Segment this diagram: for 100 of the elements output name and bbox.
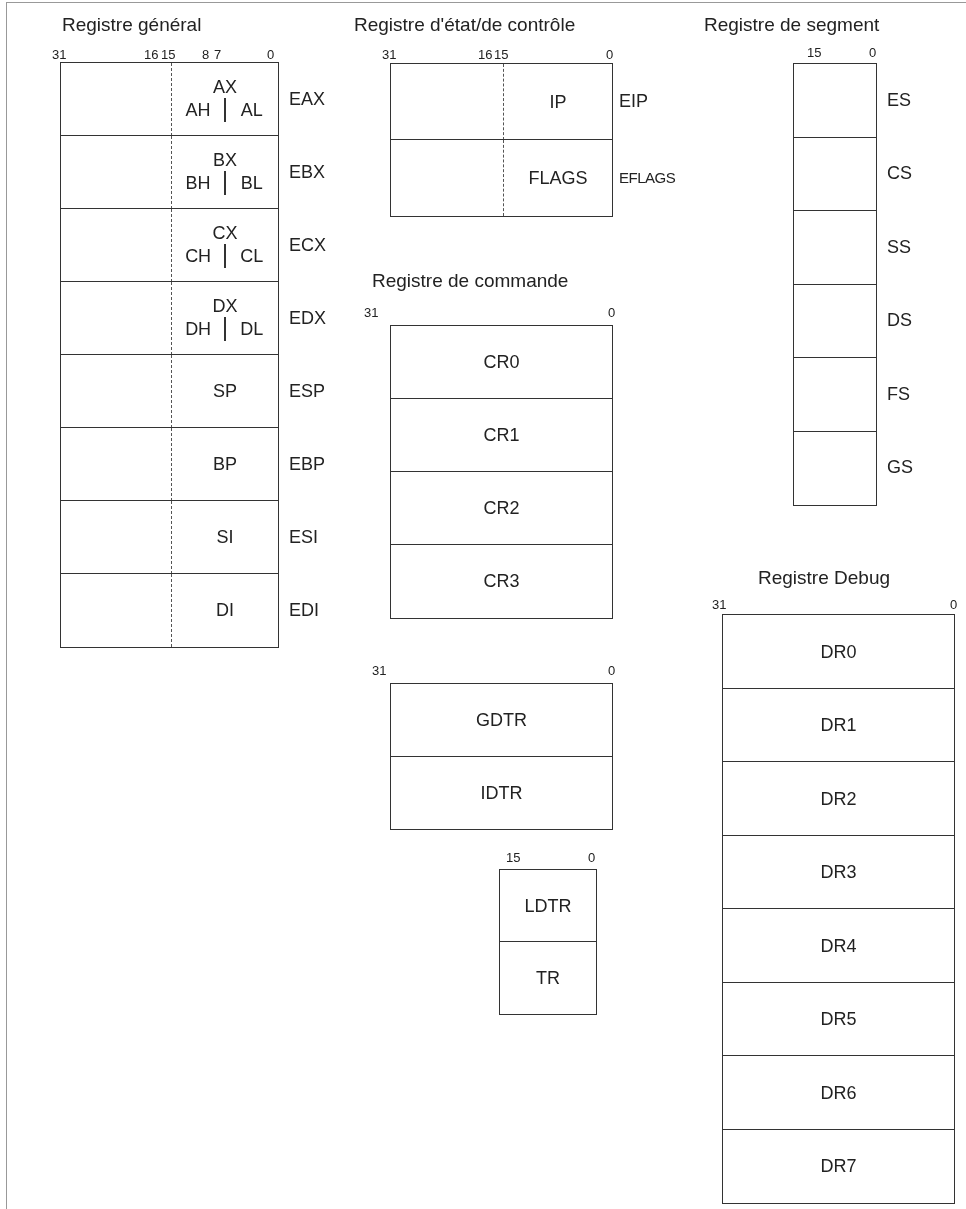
register-name: EDX <box>289 307 326 328</box>
register-name: CS <box>887 162 912 184</box>
register-name: EBX <box>289 161 326 182</box>
register-label: SP <box>213 380 237 403</box>
register-row <box>722 614 955 689</box>
register-row <box>390 63 613 141</box>
bit-number: 31 <box>364 305 379 320</box>
register-box <box>793 63 877 138</box>
register-label: DR5 <box>820 1008 857 1030</box>
register-row <box>60 281 279 356</box>
bit-number: 0 <box>608 305 616 320</box>
register-name: EFLAGS <box>619 168 676 186</box>
register-label: CX <box>212 222 238 245</box>
register-label: AX <box>213 76 237 99</box>
register-label: AH <box>184 99 212 123</box>
register-label: DR6 <box>820 1081 857 1104</box>
bit-number: 0 <box>588 850 596 865</box>
register-label: CR3 <box>483 570 520 593</box>
register-row <box>60 354 279 429</box>
bit-number: 0 <box>950 597 958 612</box>
register-label: DH <box>184 318 213 342</box>
register-label: BP <box>213 453 237 476</box>
register-row <box>60 62 279 137</box>
bit-number: 16 <box>478 47 493 62</box>
register-name: ESP <box>289 380 326 401</box>
register-row <box>390 471 613 546</box>
register-label: TR <box>536 966 560 989</box>
register-box <box>793 210 877 285</box>
register-row <box>390 398 613 473</box>
register-row <box>499 941 597 1015</box>
register-row <box>390 755 613 830</box>
bit-number: 0 <box>606 47 614 62</box>
bit-number: 31 <box>372 663 387 678</box>
bit-number: 15 <box>807 45 822 60</box>
register-label: CH <box>184 245 213 269</box>
bit-number: 31 <box>382 47 397 62</box>
register-name: DS <box>887 309 912 331</box>
register-label: FLAGS <box>528 166 588 189</box>
register-row <box>499 869 597 943</box>
register-name: EIP <box>619 90 648 112</box>
register-label: DR1 <box>820 714 857 736</box>
register-box <box>793 357 877 432</box>
register-label: CL <box>239 245 265 269</box>
group-title: Registre général <box>62 14 202 36</box>
group-title: Registre de commande <box>372 270 569 292</box>
register-name: EAX <box>289 88 326 109</box>
register-label: CR2 <box>483 497 520 520</box>
register-name: ES <box>887 89 911 111</box>
register-label: DL <box>239 318 265 342</box>
register-row <box>722 908 955 983</box>
register-label: LDTR <box>524 894 572 917</box>
register-label: BX <box>213 149 237 172</box>
bit-number: 31 <box>712 597 727 612</box>
register-label: DX <box>212 295 238 318</box>
register-label: IDTR <box>480 781 523 804</box>
register-label: IP <box>549 90 567 113</box>
register-box <box>793 430 877 506</box>
register-label: DR2 <box>820 787 857 810</box>
group-title: Registre de segment <box>704 14 880 36</box>
register-row <box>722 687 955 763</box>
register-name: EDI <box>289 599 319 620</box>
register-box <box>793 136 877 212</box>
register-box <box>793 283 877 359</box>
register-row <box>722 1055 955 1130</box>
register-label: CR0 <box>483 351 520 374</box>
register-row <box>390 683 613 757</box>
bit-number: 31 <box>52 47 67 62</box>
bit-number: 15 <box>161 47 176 62</box>
register-label: DR0 <box>820 640 857 663</box>
bit-number: 16 <box>144 47 159 62</box>
bit-number: 0 <box>608 663 616 678</box>
bit-number: 15 <box>494 47 509 62</box>
register-label: SI <box>216 526 234 549</box>
register-label: DR7 <box>820 1155 857 1177</box>
register-name: GS <box>887 456 913 478</box>
register-row <box>390 544 613 619</box>
register-row <box>60 500 279 575</box>
register-row <box>722 1128 955 1204</box>
bit-number: 8 <box>202 47 210 62</box>
register-row <box>722 981 955 1057</box>
group-title: Registre Debug <box>758 567 891 589</box>
register-label: DR4 <box>820 934 857 957</box>
register-row <box>60 573 279 648</box>
register-row <box>722 761 955 836</box>
register-name: EBP <box>289 453 326 474</box>
register-row <box>60 427 279 502</box>
bit-number: 7 <box>214 47 222 62</box>
register-name: SS <box>887 236 911 258</box>
register-row <box>60 208 279 283</box>
register-row <box>722 834 955 910</box>
register-row <box>60 135 279 210</box>
register-row <box>390 325 613 400</box>
register-name: ESI <box>289 526 318 547</box>
register-name: FS <box>887 383 910 405</box>
bit-number: 0 <box>267 47 275 62</box>
register-row <box>390 139 613 217</box>
register-label: BH <box>184 172 212 196</box>
register-label: GDTR <box>476 709 527 731</box>
register-name: ECX <box>289 234 326 255</box>
bit-number: 0 <box>869 45 877 60</box>
